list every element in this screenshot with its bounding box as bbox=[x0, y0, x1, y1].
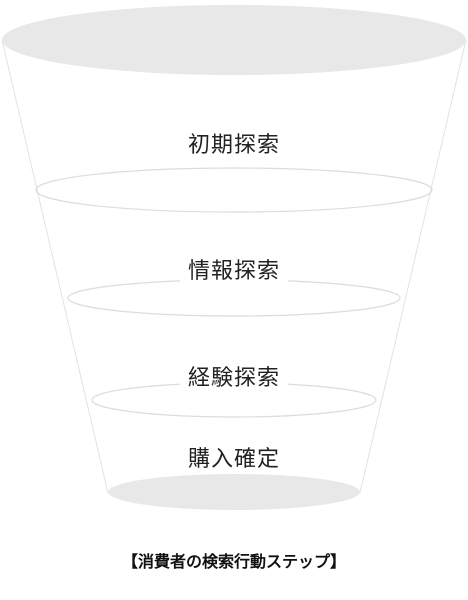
stage-label-1: 初期探索 bbox=[0, 132, 468, 160]
stage-label-4: 購入確定 bbox=[0, 446, 468, 474]
funnel-left-edge bbox=[1, 39, 109, 494]
stage-label-3-text: 経験探索 bbox=[179, 366, 288, 391]
funnel-ring-1 bbox=[35, 167, 433, 213]
funnel-right-edge bbox=[359, 39, 467, 494]
stage-label-3: 経験探索 bbox=[0, 365, 468, 393]
stage-label-4-text: 購入確定 bbox=[179, 447, 288, 472]
diagram-caption: 【消費者の検索行動ステップ】 bbox=[121, 552, 346, 571]
funnel-bottom-ellipse bbox=[108, 474, 360, 510]
stage-label-2: 情報探索 bbox=[0, 258, 468, 286]
stage-label-2-text: 情報探索 bbox=[179, 259, 288, 284]
funnel-top-ellipse bbox=[2, 5, 466, 75]
stage-label-1-text: 初期探索 bbox=[179, 133, 288, 158]
